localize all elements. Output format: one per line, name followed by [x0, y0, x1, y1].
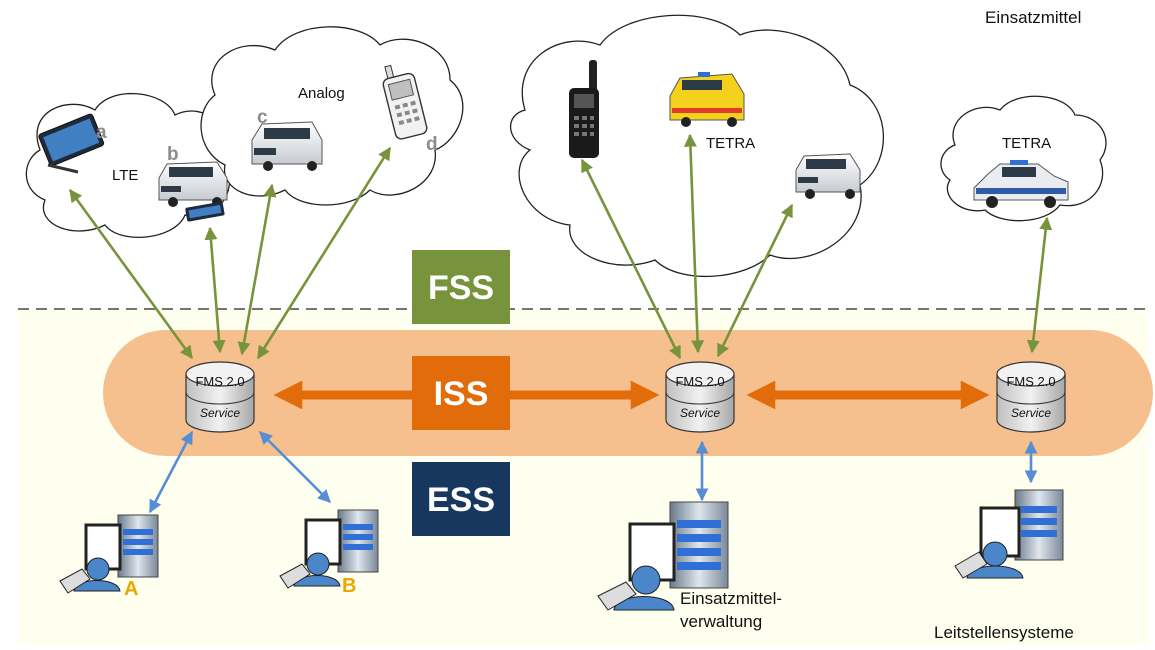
service-subtitle: Service	[200, 406, 240, 420]
client-label-a: A	[124, 578, 138, 600]
phone-icon	[382, 64, 428, 140]
ess-label: ESS	[427, 481, 495, 519]
service-node-3: FMS 2.0 Service	[996, 361, 1066, 433]
service-subtitle: Service	[1011, 406, 1051, 420]
database-icon	[665, 361, 735, 433]
ess-box: ESS	[412, 462, 510, 536]
cloud-tetra-right	[940, 95, 1107, 222]
einsatzmittel-label: Einsatzmittel	[985, 8, 1081, 27]
device-letter-b: b	[167, 144, 179, 165]
leitstellensysteme-label: Leitstellensysteme	[934, 623, 1074, 642]
server-workstation-icon	[597, 501, 729, 611]
einsatzmittelverwaltung-line1: Einsatzmittel-	[680, 589, 782, 608]
tablet-small-icon	[185, 201, 225, 222]
van-icon	[251, 121, 323, 171]
server-workstation-icon	[59, 514, 159, 594]
service-title: FMS 2.0	[195, 374, 244, 389]
lte-label: LTE	[112, 167, 138, 184]
device-letter-d: d	[426, 134, 438, 155]
cloud-tetra-center	[509, 14, 885, 277]
fss-arrows	[68, 133, 1053, 360]
fss-label: FSS	[428, 269, 494, 307]
iss-label: ISS	[434, 375, 489, 413]
database-icon	[996, 361, 1066, 433]
database-icon	[185, 361, 255, 433]
radio-icon	[569, 60, 599, 158]
server-workstation-icon	[954, 489, 1064, 579]
device-letter-c: c	[257, 107, 268, 128]
stylus-icon	[47, 163, 79, 174]
analog-label: Analog	[298, 85, 345, 102]
van-icon	[795, 153, 861, 199]
device-letter-a: a	[96, 122, 107, 143]
ambulance-icon	[669, 72, 745, 127]
service-title: FMS 2.0	[675, 374, 724, 389]
iss-box: ISS	[412, 356, 510, 430]
service-subtitle: Service	[680, 406, 720, 420]
service-node-1: FMS 2.0 Service	[185, 361, 255, 433]
server-workstation-icon	[279, 509, 379, 589]
einsatzmittelverwaltung-line2: verwaltung	[680, 612, 762, 631]
van-icon	[158, 161, 228, 207]
service-node-2: FMS 2.0 Service	[665, 361, 735, 433]
police-car-icon	[973, 160, 1069, 208]
service-title: FMS 2.0	[1006, 374, 1055, 389]
tetra-label-center: TETRA	[706, 135, 755, 152]
tetra-label-right: TETRA	[1002, 135, 1051, 152]
tablet-icon	[38, 113, 105, 167]
client-label-b: B	[342, 575, 356, 597]
ess-arrows	[148, 430, 1038, 514]
fss-box: FSS	[412, 250, 510, 324]
